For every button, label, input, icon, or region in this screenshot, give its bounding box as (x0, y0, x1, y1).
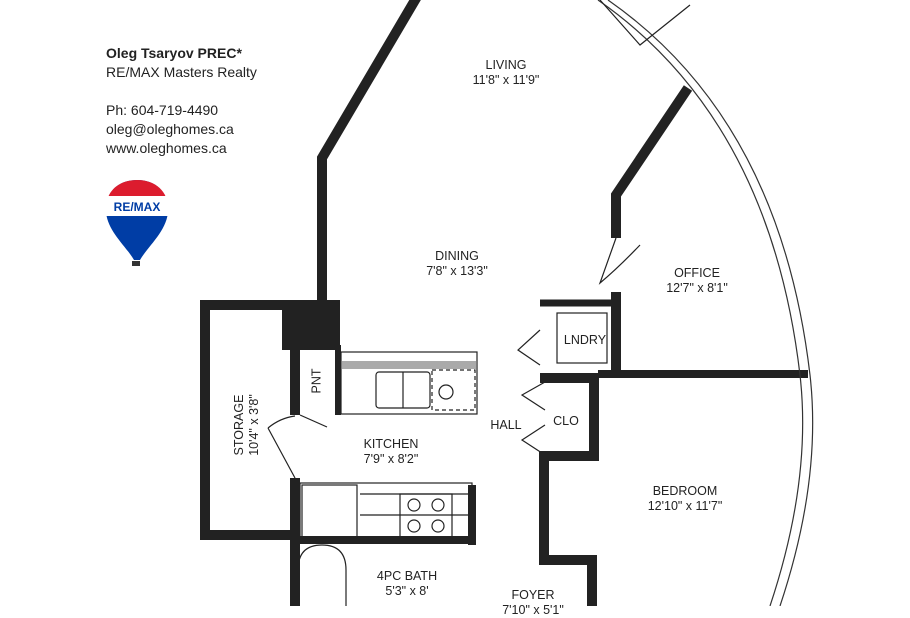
room-name: PNT (309, 368, 324, 394)
kitchen-counter (340, 351, 478, 415)
room-name: STORAGE (232, 394, 246, 456)
laundry-unit (556, 312, 608, 364)
room-laundry: LNDRY (564, 333, 606, 348)
room-size: 12'10" x 11'7" (647, 499, 723, 513)
room-name: LNDRY (563, 333, 607, 347)
agent-phone: Ph: 604-719-4490 (106, 102, 219, 118)
office-left-wall (611, 85, 693, 238)
room-size: 5'3" x 8' (385, 584, 429, 598)
fixtures (267, 0, 691, 606)
room-name: 4PC BATH (376, 569, 438, 583)
storage-walls (200, 300, 290, 540)
window-arc (597, 0, 814, 606)
room-name: DINING (435, 249, 479, 263)
counter-backsplash (342, 361, 476, 369)
room-size: 7'10" x 5'1" (502, 603, 564, 617)
office-door (598, 237, 641, 285)
lower-counter (299, 482, 473, 539)
stove (399, 493, 453, 539)
closet-doors (517, 329, 546, 456)
closet-wall (539, 373, 599, 606)
room-size: 12'7" x 8'1" (666, 281, 728, 295)
agent-company: RE/MAX Masters Realty (106, 64, 257, 80)
agent-website[interactable]: www.oleghomes.ca (106, 140, 227, 156)
agent-name: Oleg Tsaryov PREC* (106, 45, 242, 61)
dishwasher (431, 369, 476, 411)
walls (200, 0, 808, 606)
room-size: 7'9" x 8'2" (363, 452, 419, 466)
disposal-icon (438, 384, 454, 400)
agent-email[interactable]: oleg@oleghomes.ca (106, 121, 234, 137)
room-pantry: PNT (310, 369, 325, 394)
room-name: KITCHEN (363, 437, 419, 451)
room-closet: CLO (553, 414, 579, 429)
room-name: FOYER (511, 588, 555, 602)
room-size: 10'4" x 3'8" (247, 394, 261, 456)
balcony-door (599, 0, 691, 46)
room-hall: HALL (490, 418, 521, 433)
room-name: HALL (490, 418, 522, 432)
remax-balloon-logo: RE/MAX (106, 180, 168, 266)
room-name: BEDROOM (652, 484, 718, 498)
pantry-door (299, 414, 328, 428)
svg-text:RE/MAX: RE/MAX (114, 200, 161, 214)
living-left-wall (317, 0, 421, 300)
room-name: CLO (553, 414, 579, 428)
room-size: 7'8" x 13'3" (426, 264, 488, 278)
room-size: 11'8" x 11'9" (472, 73, 540, 87)
room-name: OFFICE (674, 266, 720, 280)
bathtub (297, 544, 347, 606)
storage-door (267, 415, 296, 479)
agent-info: Oleg Tsaryov PREC* RE/MAX Masters Realty… (106, 44, 257, 158)
room-name: LIVING (485, 58, 527, 72)
pantry-block (282, 300, 340, 350)
fridge (301, 484, 358, 539)
